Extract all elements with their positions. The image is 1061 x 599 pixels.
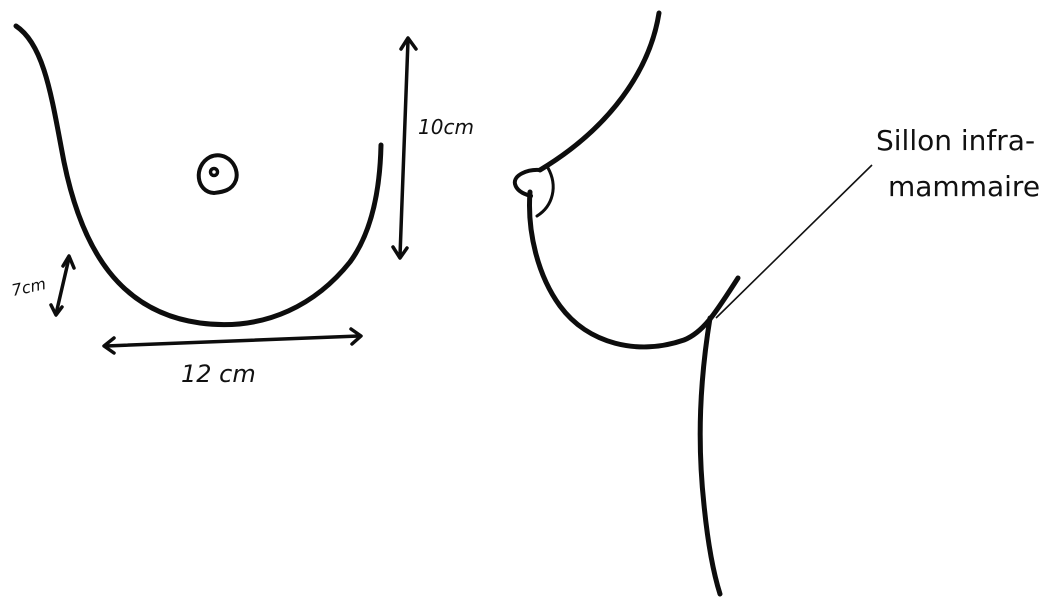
torso-line [700, 318, 720, 594]
callout-line-2: mammaire [888, 170, 1040, 203]
callout-leader-line [716, 165, 872, 318]
width-label: 12 cm [181, 360, 256, 388]
front-view: 12 cm 10cm 7cm [10, 26, 474, 388]
width-arrow [104, 329, 361, 353]
areola-profile [537, 168, 553, 216]
nipple-profile [515, 170, 540, 196]
callout-line-1: Sillon infra- [876, 124, 1035, 157]
upper-chest-contour [540, 13, 659, 170]
lower-pole-arrow [51, 256, 74, 315]
height-arrow [393, 38, 416, 258]
height-label: 10cm [418, 115, 474, 139]
lower-pole-label: 7cm [10, 274, 48, 300]
side-view: Sillon infra- mammaire [515, 13, 1040, 594]
nipple-icon [199, 155, 237, 193]
